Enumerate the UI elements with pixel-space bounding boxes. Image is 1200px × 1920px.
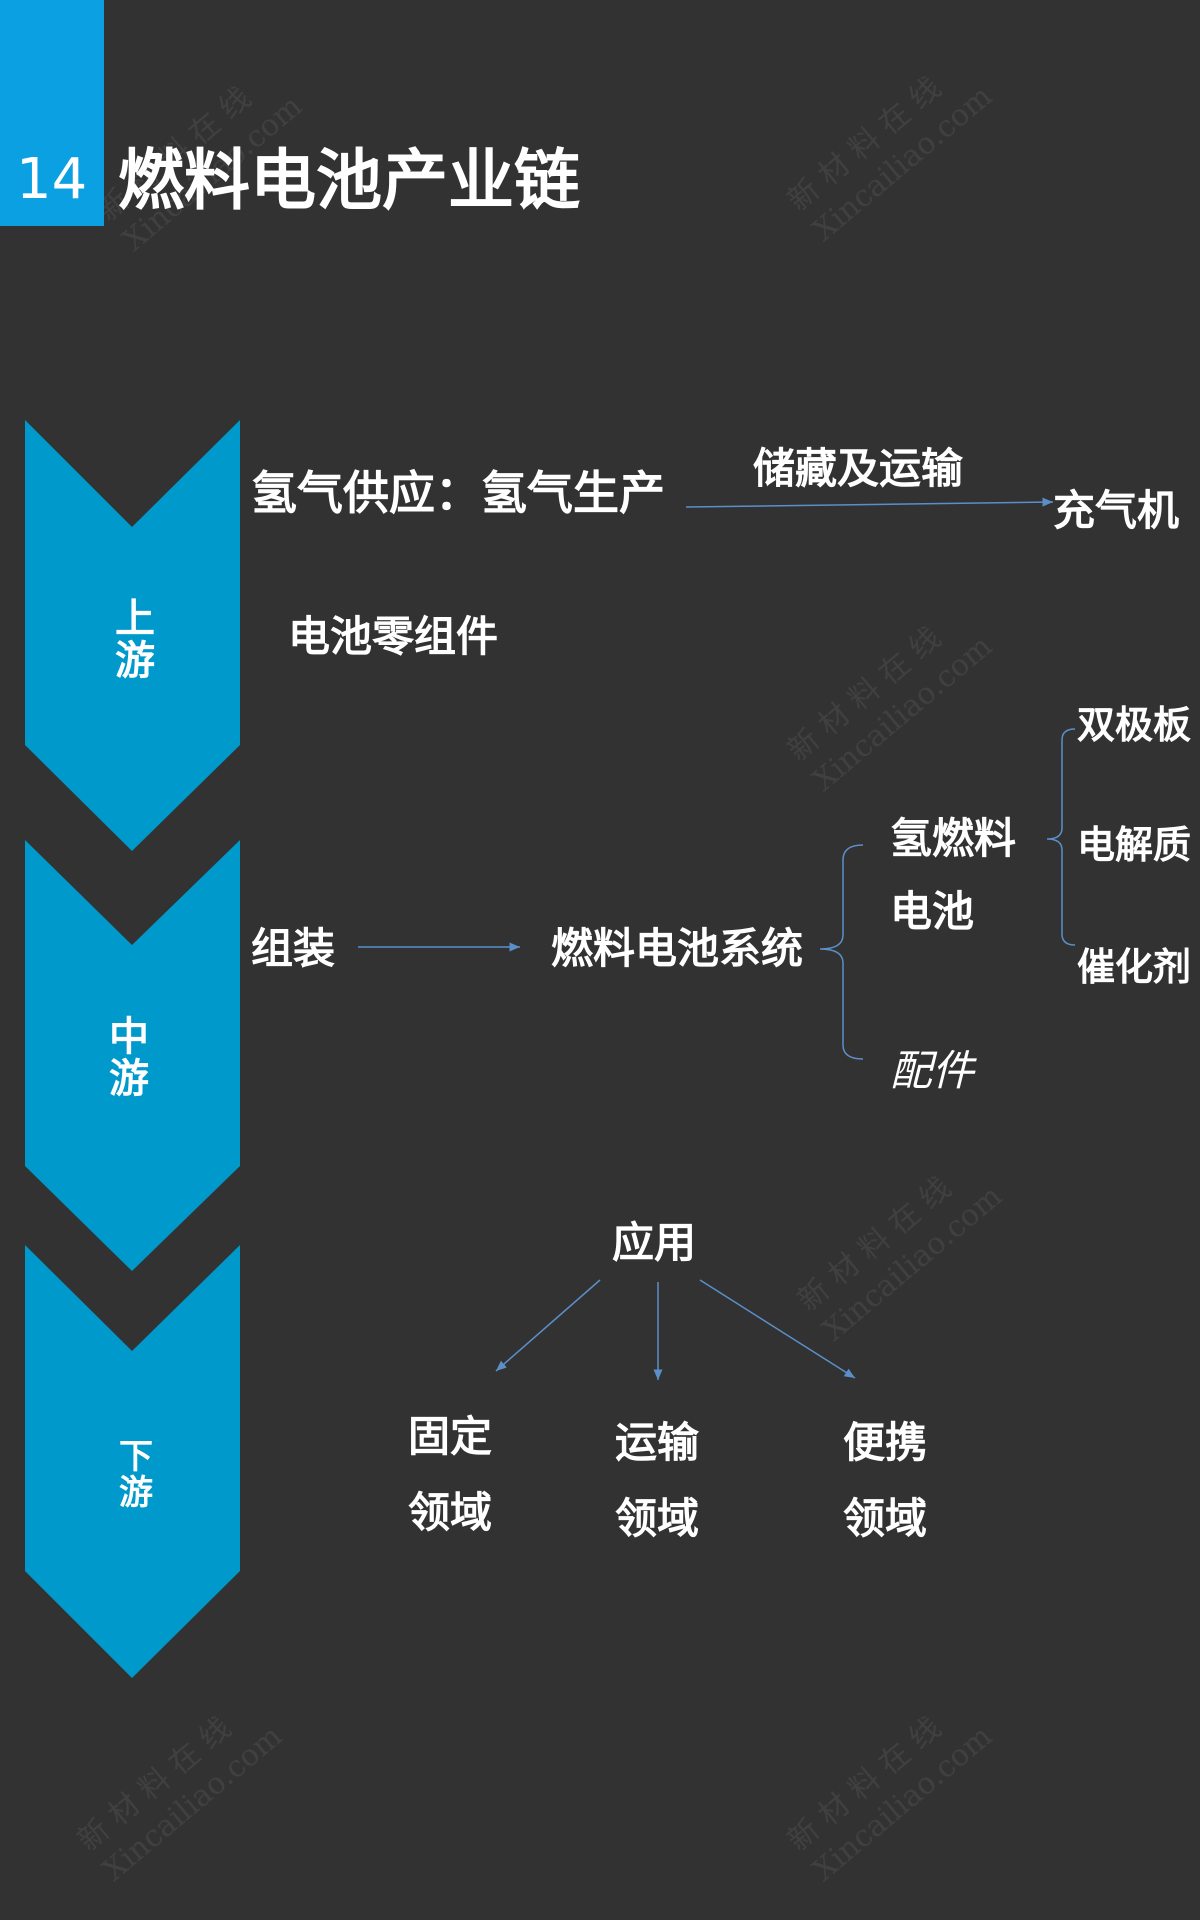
fuel-cell-system: 燃料电池系统	[551, 924, 804, 973]
stage-label-upstream: 上游	[115, 596, 155, 684]
field-portable: 便携领域	[843, 1418, 928, 1543]
arrow-storage-transport	[685, 497, 1054, 508]
part-electrolyte: 电解质	[1077, 823, 1192, 867]
field-fixed: 固定领域	[408, 1412, 493, 1537]
arrow-portable	[699, 1279, 856, 1379]
stage-label-midstream: 中游	[109, 1014, 149, 1102]
chevron-upstream	[25, 420, 240, 851]
charger: 充气机	[1053, 486, 1180, 535]
assembly: 组装	[251, 924, 336, 973]
slide-number-box	[0, 0, 104, 226]
hydrogen-fuel-cell-line2: 电池	[890, 887, 975, 936]
hydrogen-fuel-cell-line1: 氢燃料	[890, 814, 1017, 863]
chevron-midstream	[25, 840, 240, 1271]
chevron-downstream	[25, 1245, 240, 1678]
storage-transport: 储藏及运输	[753, 444, 964, 493]
page-title: 燃料电池产业链	[118, 142, 580, 219]
slide-number: 14	[16, 147, 88, 212]
bracket-system	[819, 844, 864, 1060]
bracket-fuel-cell	[1046, 728, 1076, 946]
accessories: 配件	[890, 1046, 975, 1095]
battery-components: 电池零组件	[288, 612, 499, 661]
field-transport: 运输领域	[615, 1418, 700, 1543]
part-bipolar-plate: 双极板	[1077, 703, 1192, 747]
stage-label-downstream: 下游	[119, 1437, 153, 1513]
arrow-fixed	[495, 1279, 601, 1372]
hydrogen-supply: 氢气供应：氢气生产	[251, 466, 665, 520]
application: 应用	[612, 1218, 697, 1267]
part-catalyst: 催化剂	[1077, 945, 1192, 989]
